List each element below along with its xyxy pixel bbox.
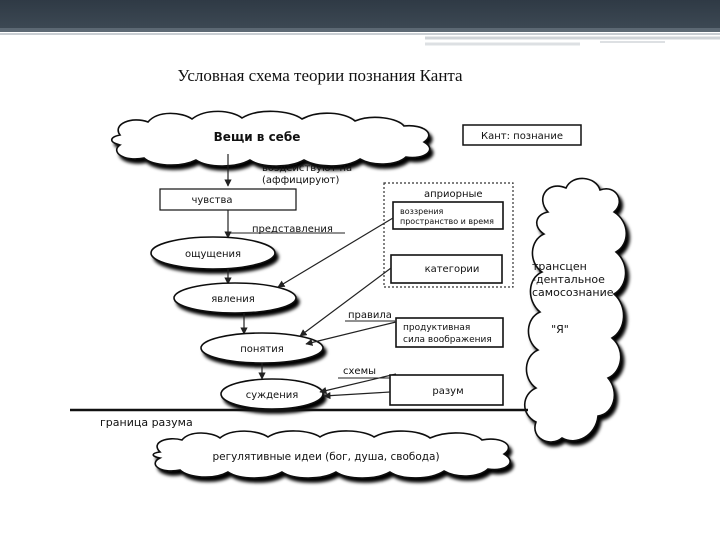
space-time-box [392,201,504,230]
categories-box [390,254,503,284]
sensations-label: ощущения [185,249,241,260]
things-in-themselves-label: Вещи в себе [214,130,301,144]
space-time-to-phenomena-arrow [277,217,394,288]
rules-label: правила [348,310,392,321]
representations-label: представления [252,224,333,235]
header-decoration [0,33,720,46]
categories-to-concepts-arrow [299,267,392,337]
senses-label: чувства [191,195,232,206]
imagination-to-concepts-arrow [305,321,397,346]
space-time-line2: пространство и время [400,217,494,226]
schemes-to-judgments-arrow [319,373,397,395]
slide-title: Условная схема теории познания Канта [177,66,463,85]
things-in-themselves-cloud [110,110,431,167]
affect-label-line1: воздействуют на [262,163,352,174]
affect-label-line2: (аффицируют) [262,175,339,186]
phenomena-label: явления [211,294,255,305]
header-sheen [0,28,720,32]
kant-cognition-box [462,124,582,146]
reason-box [389,374,504,406]
concepts-label: понятия [240,344,284,355]
transcendental-line3: самосознание [532,286,614,299]
transcendental-line1: трансцен [532,260,587,273]
transcendental-line2: -дентальное [532,273,605,286]
categories-label: категории [425,264,480,275]
space-time-line1: воззрения [400,207,444,216]
phenomena-ellipse [173,282,297,314]
kant-cognition-label: Кант: познание [481,131,563,142]
imagination-line1: продуктивная [403,323,470,333]
slide-header-bar [0,0,720,32]
transcendental-cloud [523,177,628,443]
judgments-label: суждения [246,390,299,401]
regulative-ideas-label: регулятивные идеи (бог, душа, свобода) [212,451,439,463]
boundary-label: граница разума [100,416,193,429]
reason-label: разум [432,386,463,397]
sensations-ellipse [150,236,276,270]
imagination-line2: сила воображения [403,335,492,345]
reason-to-judgments-arrow [323,391,391,400]
regulative-ideas-cloud [152,430,511,479]
a-priori-label: априорные [424,189,483,200]
imagination-box [395,317,504,348]
self-label: "Я" [551,323,569,336]
a-priori-frame [383,182,514,288]
schemes-label: схемы [343,366,376,377]
